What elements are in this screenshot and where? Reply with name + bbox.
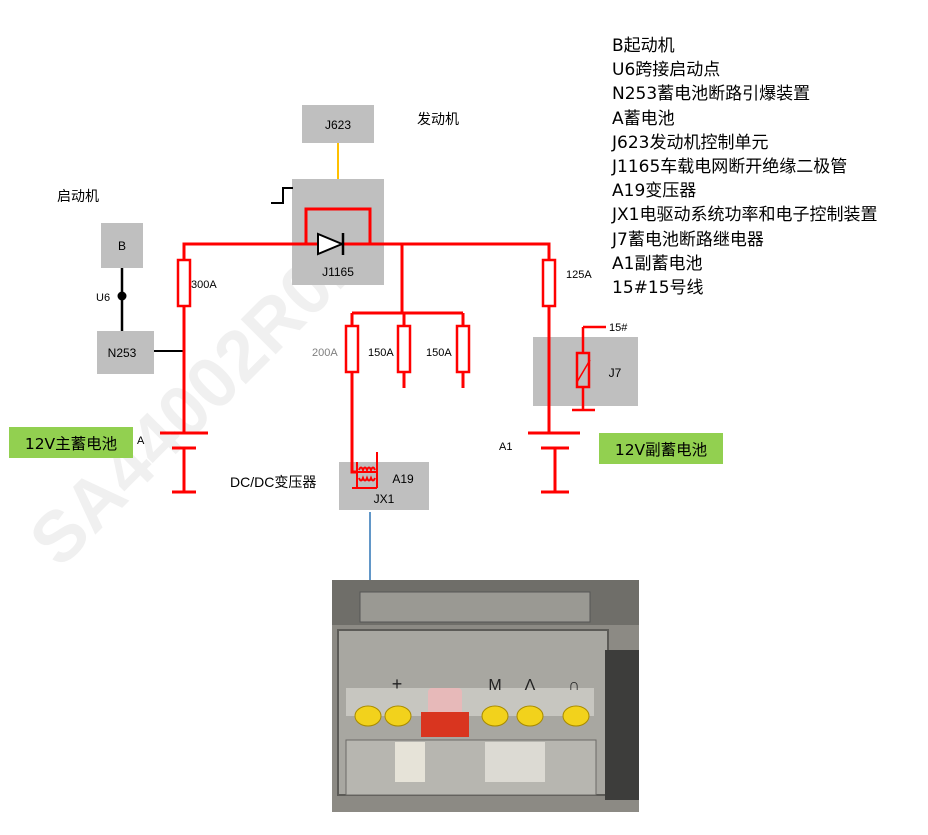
j623-label: J623	[325, 118, 351, 132]
a19-jx1-box	[339, 462, 429, 510]
fuse-150a-2	[455, 324, 471, 374]
fuse-300a-label: 300A	[191, 279, 217, 291]
fuse-300a	[176, 258, 192, 308]
dcdc-label: DC/DC变压器	[230, 474, 316, 490]
j7-label: J7	[609, 366, 622, 380]
legend-item: J7蓄电池断路继电器	[612, 229, 764, 250]
diode-symbol	[317, 232, 345, 256]
fuse-125a-label: 125A	[566, 269, 592, 281]
photo-terminal-lambda: Λ	[525, 677, 536, 694]
power-wires	[182, 207, 557, 492]
legend-item: A19变压器	[612, 181, 697, 202]
diode-bypass	[304, 207, 372, 244]
b-label: B	[118, 239, 126, 253]
main-battery-symbol	[160, 431, 208, 494]
fuse-150a-2-label: 150A	[426, 347, 452, 359]
jx1-photo: + M Λ ∩	[332, 580, 639, 812]
legend-item: 15#15号线	[612, 278, 704, 299]
branch-200-wire	[350, 372, 357, 474]
fuse-200a-label: 200A	[312, 347, 338, 359]
starter-label: 启动机	[57, 188, 99, 204]
u6-label: U6	[96, 292, 110, 304]
aux-battery-tag: 12V副蓄电池	[599, 433, 723, 464]
legend-item: A1副蓄电池	[612, 253, 703, 274]
fuse-150a-1-label: 150A	[368, 347, 394, 359]
jx1-label: JX1	[374, 492, 395, 506]
legend-item: N253蓄电池断路引爆装置	[612, 84, 811, 105]
main-battery-tag: 12V主蓄电池	[9, 427, 133, 458]
legend-item: A蓄电池	[612, 108, 675, 129]
j7-relay-symbol	[572, 325, 606, 412]
a19-coil-symbol	[352, 452, 378, 489]
a1-label: A1	[499, 441, 512, 453]
legend-item: JX1电驱动系统功率和电子控制装置	[612, 205, 878, 226]
b-box	[101, 223, 143, 268]
aux-battery-symbol	[528, 431, 580, 494]
legend-item: J1165车载电网断开绝缘二极管	[612, 157, 848, 178]
fuse-125a	[541, 258, 557, 308]
n253-box	[97, 331, 154, 374]
legend-list: B起动机 U6跨接启动点 N253蓄电池断路引爆装置 A蓄电池 J623发动机控…	[612, 34, 877, 300]
photo-terminal-cap: ∩	[568, 677, 580, 694]
u6-point	[117, 291, 127, 301]
fuse-150a-1	[396, 324, 412, 374]
j1165-label: J1165	[322, 265, 354, 279]
a19-label: A19	[392, 472, 414, 486]
j1165-control-stub	[271, 187, 293, 204]
photo-terminal-m: M	[488, 677, 501, 694]
j623-box	[302, 105, 374, 143]
main-bus	[182, 242, 551, 432]
photo-terminal-plus: +	[392, 674, 403, 694]
fuse-200a	[344, 324, 360, 374]
a-label: A	[137, 435, 145, 447]
engine-label: 发动机	[417, 111, 459, 127]
legend-item: J623发动机控制单元	[612, 132, 769, 153]
legend-item: U6跨接启动点	[612, 60, 721, 81]
n253-label: N253	[108, 346, 137, 360]
legend-item: B起动机	[612, 36, 675, 56]
terminal-15-label: 15#	[609, 322, 628, 334]
